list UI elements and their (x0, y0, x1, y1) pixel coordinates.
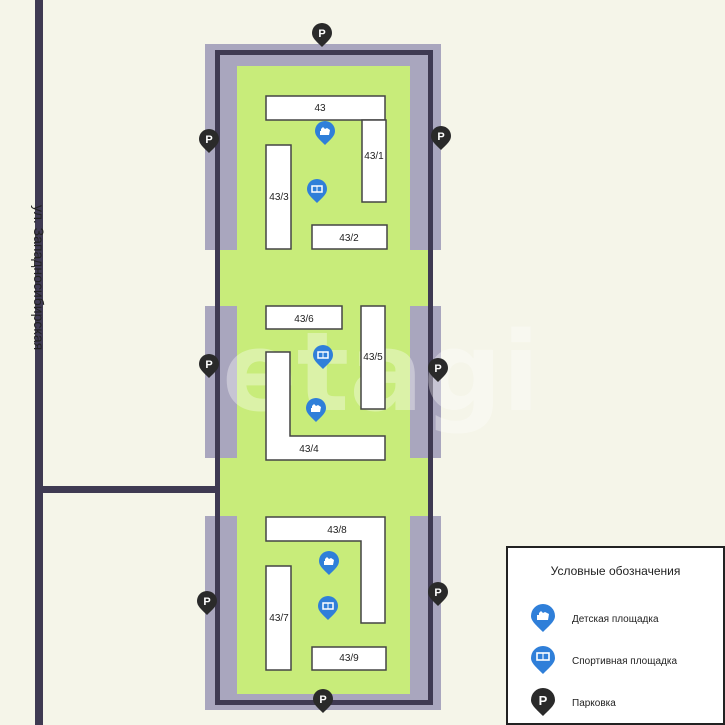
building-43-7[interactable] (265, 565, 292, 671)
building-43-4[interactable] (265, 351, 386, 461)
playground-icon[interactable] (306, 398, 326, 422)
parking-letter: P (205, 134, 212, 146)
parking-letter: P (434, 587, 441, 599)
label-43-1: 43/1 (364, 151, 384, 162)
legend-item-playground: Детская площадка (530, 604, 659, 634)
legend-label-playground: Детская площадка (572, 613, 659, 625)
legend-item-sports: Спортивная площадка (530, 646, 677, 676)
parking-icon[interactable]: P (428, 582, 448, 606)
sports-ground-icon[interactable] (318, 596, 338, 620)
parking-icon[interactable]: P (431, 126, 451, 150)
parking-letter: P (437, 131, 444, 143)
map-legend: Условные обозначения Детская площадка Сп… (506, 546, 725, 725)
parking-icon[interactable]: P (199, 354, 219, 378)
building-43-6[interactable] (265, 305, 343, 330)
label-43-5: 43/5 (363, 352, 383, 363)
label-43-4: 43/4 (299, 444, 319, 455)
parking-areas (205, 44, 441, 710)
street-label: ул. Западносибирская (31, 205, 47, 350)
access-road (43, 486, 220, 493)
legend-title: Условные обозначения (550, 564, 681, 578)
playground-icon (531, 604, 555, 632)
label-43-6: 43/6 (294, 314, 314, 325)
building-43-5[interactable] (360, 305, 386, 410)
street-road (35, 0, 43, 725)
label-43-3: 43/3 (269, 192, 289, 203)
sports-ground-icon[interactable] (313, 345, 333, 369)
building-43-8[interactable] (265, 516, 386, 624)
parking-letter: P (203, 596, 210, 608)
sports-ground-icon[interactable] (307, 179, 327, 203)
legend-label-sports: Спортивная площадка (572, 655, 677, 667)
label-43-7: 43/7 (269, 613, 289, 624)
playground-icon[interactable] (319, 551, 339, 575)
building-43-2[interactable] (311, 224, 388, 250)
sports-ground-icon (531, 646, 555, 674)
parking-icon[interactable]: P (428, 358, 448, 382)
label-43-8: 43/8 (327, 525, 347, 536)
legend-label-parking: Парковка (572, 697, 616, 709)
parking-letter: P (205, 359, 212, 371)
building-43[interactable] (265, 95, 386, 121)
label-43-2: 43/2 (339, 233, 359, 244)
building-43-9[interactable] (311, 646, 387, 671)
parking-icon: P (531, 688, 555, 716)
playground-icon[interactable] (315, 121, 335, 145)
legend-item-parking: P Парковка (530, 688, 616, 718)
parking-icon[interactable]: P (197, 591, 217, 615)
building-43-3[interactable] (265, 144, 292, 250)
label-43-9: 43/9 (339, 653, 359, 664)
parking-letter: P (434, 363, 441, 375)
buildings (265, 95, 388, 671)
label-43: 43 (314, 103, 326, 114)
parking-icon[interactable]: P (313, 689, 333, 713)
parking-letter: P (539, 693, 548, 708)
parking-letter: P (319, 694, 326, 706)
parking-letter: P (318, 28, 325, 40)
building-43-1[interactable] (361, 119, 387, 203)
parking-icon[interactable]: P (312, 23, 332, 47)
parking-icon[interactable]: P (199, 129, 219, 153)
